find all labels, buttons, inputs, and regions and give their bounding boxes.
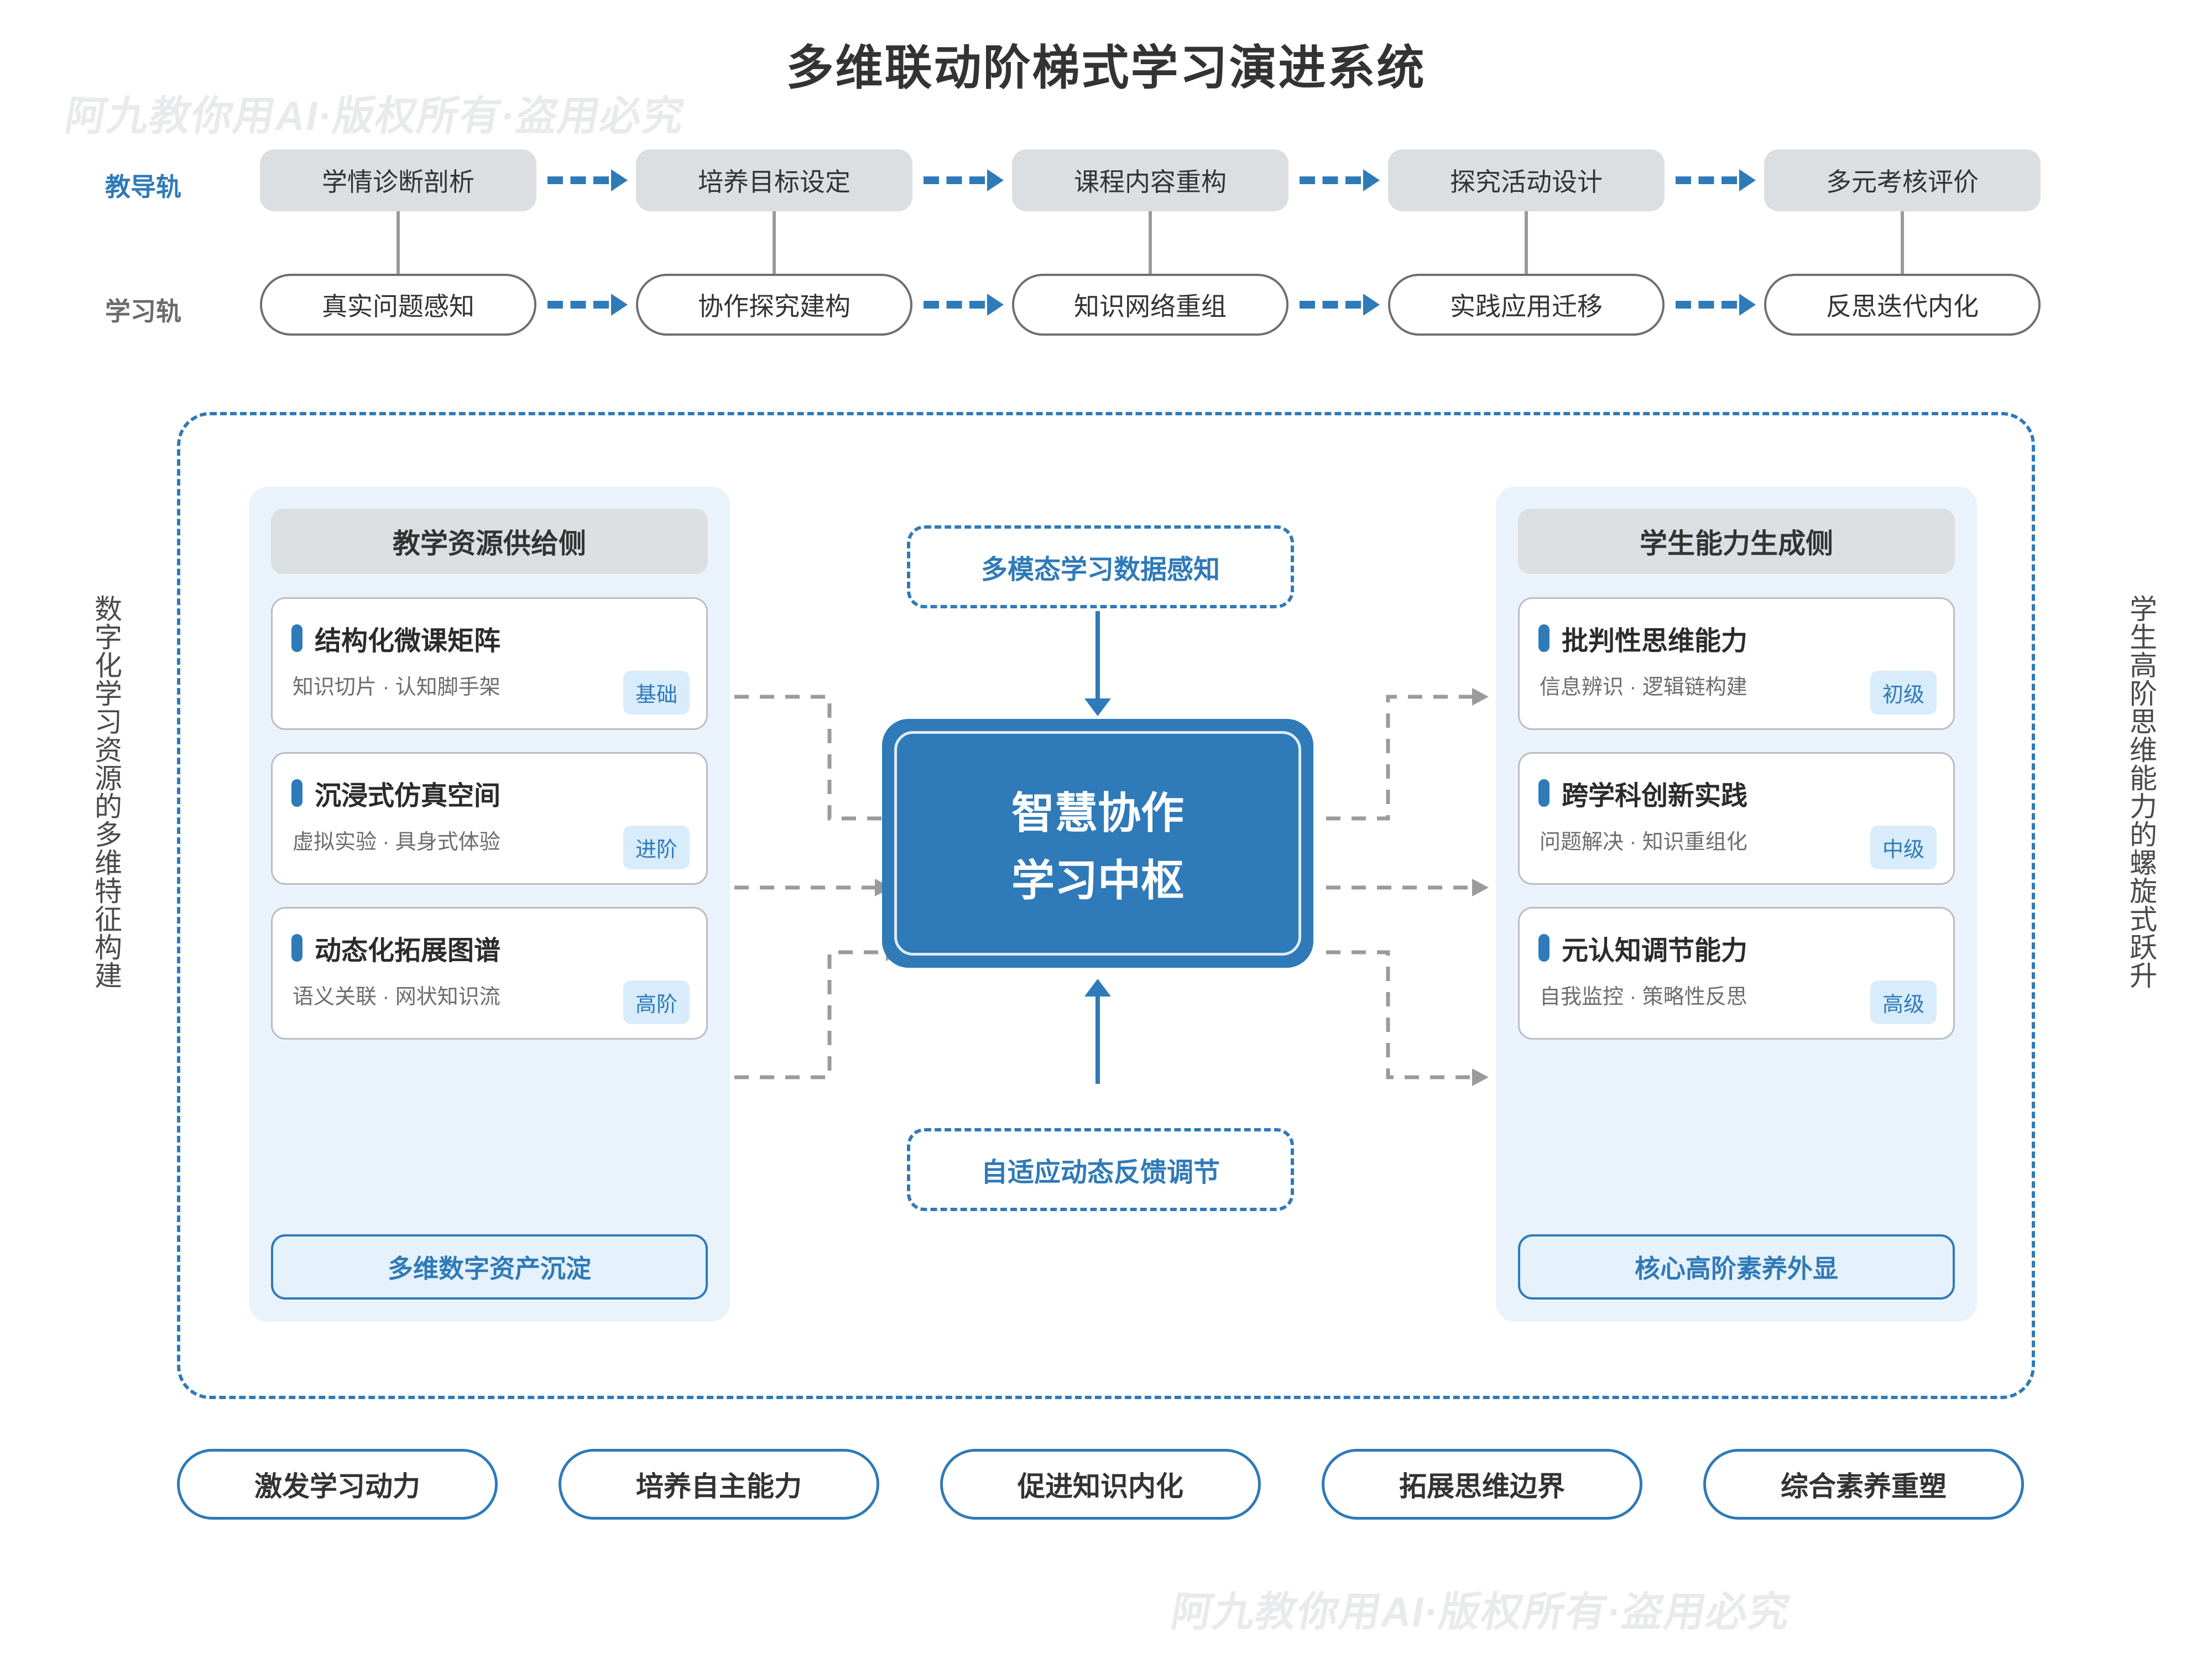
connector-left-3 [730, 940, 902, 1089]
core-system-frame [177, 412, 2035, 1399]
track-link-5 [1892, 211, 1913, 295]
teach-arrow-2 [924, 169, 1004, 191]
outcome-pill-2[interactable]: 培养自主能力 [559, 1449, 879, 1520]
adaptive-feedback-box[interactable]: 自适应动态反馈调节 [907, 1128, 1294, 1211]
outcome-pill-1[interactable]: 激发学习动力 [177, 1449, 498, 1520]
hub-title-line-2: 学习中枢 [1011, 856, 1184, 905]
right-card-1[interactable]: 批判性思维能力 信息辨识 · 逻辑链构建 初级 [1518, 597, 1955, 730]
right-card-3[interactable]: 元认知调节能力 自我监控 · 策略性反思 高级 [1518, 907, 1955, 1040]
card-title: 沉浸式仿真空间 [315, 781, 501, 811]
bullet-icon [291, 624, 302, 652]
bullet-icon [291, 779, 302, 807]
card-subtitle: 语义关联 · 网状知识流 [293, 985, 500, 1009]
teach-arrow-4 [1676, 169, 1756, 191]
card-subtitle: 信息辨识 · 逻辑链构建 [1540, 676, 1747, 699]
card-title: 元认知调节能力 [1562, 936, 1748, 966]
learn-step-5[interactable]: 反思迭代内化 [1764, 274, 2041, 336]
learn-track-label: 学习轨 [105, 297, 181, 326]
learn-arrow-2 [924, 294, 1004, 316]
card-level-badge: 进阶 [623, 826, 690, 869]
card-level-badge: 初级 [1870, 671, 1937, 714]
track-link-4 [1516, 211, 1537, 295]
connector-right-3 [1322, 940, 1489, 1089]
card-title: 批判性思维能力 [1562, 627, 1748, 656]
teach-step-4[interactable]: 探究活动设计 [1388, 149, 1665, 211]
learn-arrow-4 [1676, 294, 1756, 316]
right-panel-header: 学生能力生成侧 [1518, 509, 1955, 574]
card-title: 结构化微课矩阵 [315, 627, 501, 656]
left-card-1[interactable]: 结构化微课矩阵 知识切片 · 认知脚手架 基础 [271, 597, 708, 730]
learn-step-3[interactable]: 知识网络重组 [1012, 274, 1288, 336]
left-card-3[interactable]: 动态化拓展图谱 语义关联 · 网状知识流 高阶 [271, 907, 708, 1040]
left-side-caption: 数字化学习资源的多维特征构建 [91, 594, 122, 989]
watermark-bottom: 阿九教你用AI·版权所有·盗用必究 [1167, 1589, 1795, 1635]
connector-left-1 [730, 686, 902, 830]
teach-track-label: 教导轨 [105, 173, 181, 201]
hub-inner-frame: 智慧协作 学习中枢 [894, 731, 1301, 956]
card-subtitle: 问题解决 · 知识重组化 [1540, 831, 1747, 854]
learn-step-4[interactable]: 实践应用迁移 [1388, 274, 1665, 336]
learn-arrow-3 [1300, 294, 1380, 316]
left-panel: 教学资源供给侧 结构化微课矩阵 知识切片 · 认知脚手架 基础 沉浸式仿真空间 … [249, 487, 730, 1322]
hub-title-line-1: 智慧协作 [1011, 789, 1184, 837]
card-level-badge: 中级 [1870, 826, 1937, 869]
teach-step-2[interactable]: 培养目标设定 [636, 149, 912, 211]
teach-step-5[interactable]: 多元考核评价 [1764, 149, 2041, 211]
learning-hub[interactable]: 智慧协作 学习中枢 [882, 719, 1313, 968]
card-subtitle: 知识切片 · 认知脚手架 [293, 676, 500, 699]
outcome-pill-5[interactable]: 综合素养重塑 [1703, 1449, 2024, 1520]
card-level-badge: 高级 [1870, 980, 1937, 1024]
card-level-badge: 基础 [623, 671, 690, 714]
page-title: 多维联动阶梯式学习演进系统 [786, 41, 1426, 95]
right-card-2[interactable]: 跨学科创新实践 问题解决 · 知识重组化 中级 [1518, 752, 1955, 885]
feedback-to-hub-arrow [1084, 979, 1111, 1084]
sensing-to-hub-arrow [1084, 611, 1111, 716]
teach-arrow-3 [1300, 169, 1380, 191]
bullet-icon [291, 934, 302, 962]
left-panel-header: 教学资源供给侧 [271, 509, 708, 574]
track-link-1 [388, 211, 409, 295]
learn-arrow-1 [547, 294, 628, 316]
connector-left-2 [730, 879, 891, 896]
track-link-2 [764, 211, 785, 295]
card-subtitle: 虚拟实验 · 具身式体验 [293, 831, 500, 854]
outcome-pill-4[interactable]: 拓展思维边界 [1322, 1449, 1642, 1520]
outcome-pill-3[interactable]: 促进知识内化 [940, 1449, 1261, 1520]
card-title: 动态化拓展图谱 [315, 936, 501, 966]
right-side-caption: 学生高阶思维能力的螺旋式跃升 [2126, 594, 2157, 989]
left-panel-footer[interactable]: 多维数字资产沉淀 [271, 1234, 708, 1300]
connector-right-2 [1322, 879, 1489, 896]
multimodal-sensing-box[interactable]: 多模态学习数据感知 [907, 525, 1294, 608]
teach-step-3[interactable]: 课程内容重构 [1012, 149, 1288, 211]
card-subtitle: 自我监控 · 策略性反思 [1540, 985, 1747, 1009]
card-title: 跨学科创新实践 [1562, 781, 1748, 811]
connector-right-1 [1322, 686, 1489, 830]
learn-step-2[interactable]: 协作探究建构 [636, 274, 912, 336]
bullet-icon [1538, 934, 1550, 962]
right-panel: 学生能力生成侧 批判性思维能力 信息辨识 · 逻辑链构建 初级 跨学科创新实践 … [1496, 487, 1977, 1322]
card-level-badge: 高阶 [623, 980, 690, 1024]
right-panel-footer[interactable]: 核心高阶素养外显 [1518, 1234, 1955, 1300]
bullet-icon [1538, 624, 1550, 652]
teach-step-1[interactable]: 学情诊断剖析 [260, 149, 536, 211]
track-link-3 [1140, 211, 1161, 295]
left-card-2[interactable]: 沉浸式仿真空间 虚拟实验 · 具身式体验 进阶 [271, 752, 708, 885]
learn-step-1[interactable]: 真实问题感知 [260, 274, 536, 336]
bullet-icon [1538, 779, 1550, 807]
teach-arrow-1 [547, 169, 628, 191]
